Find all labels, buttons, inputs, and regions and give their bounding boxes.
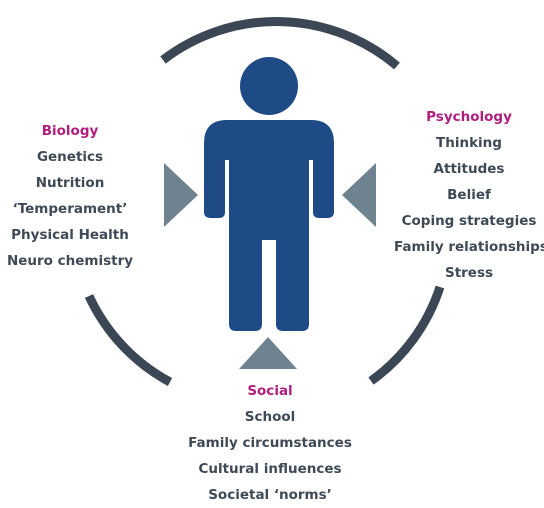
person-head	[240, 57, 298, 115]
psychology-item-thinking: Thinking	[436, 135, 502, 151]
social-item-societal-norms: Societal ‘norms’	[208, 487, 332, 503]
person-body	[204, 120, 334, 331]
psychology-group: Psychology Thinking Attitudes Belief Cop…	[394, 104, 544, 286]
biology-item-neuro-chemistry: Neuro chemistry	[6, 253, 134, 269]
arrow-from-psychology	[342, 163, 376, 227]
social-item-cultural-influences: Cultural influences	[198, 461, 342, 477]
psychology-item-stress: Stress	[444, 265, 494, 281]
psychology-item-family-relationships: Family relationships	[394, 239, 544, 255]
biology-item-nutrition: Nutrition	[35, 175, 105, 191]
social-item-school: School	[244, 409, 296, 425]
biology-item-genetics: Genetics	[36, 149, 104, 165]
social-list: School Family circumstances Cultural inf…	[170, 404, 370, 508]
biology-heading: Biology	[41, 123, 99, 139]
ring-arc-right	[368, 285, 445, 385]
biology-list: Genetics Nutrition ‘Temperament’ Physica…	[0, 144, 140, 274]
biology-group: Biology Genetics Nutrition ‘Temperament’…	[0, 118, 140, 274]
social-item-family-circumstances: Family circumstances	[188, 435, 352, 451]
social-heading: Social	[247, 383, 293, 399]
psychology-heading: Psychology	[426, 109, 512, 125]
ring-arc-top	[160, 17, 400, 70]
psychology-item-attitudes: Attitudes	[433, 161, 505, 177]
arrow-from-biology	[164, 163, 198, 227]
person-figure	[204, 57, 334, 331]
psychology-item-coping-strategies: Coping strategies	[401, 213, 537, 229]
psychology-item-belief: Belief	[447, 187, 491, 203]
arrow-from-social	[239, 337, 297, 369]
psychology-list: Thinking Attitudes Belief Coping strateg…	[394, 130, 544, 286]
social-group: Social School Family circumstances Cultu…	[170, 378, 370, 508]
biology-item-physical-health: Physical Health	[11, 227, 129, 243]
biology-item-temperament: ‘Temperament’	[12, 201, 128, 217]
ring-arc-left	[84, 294, 173, 386]
